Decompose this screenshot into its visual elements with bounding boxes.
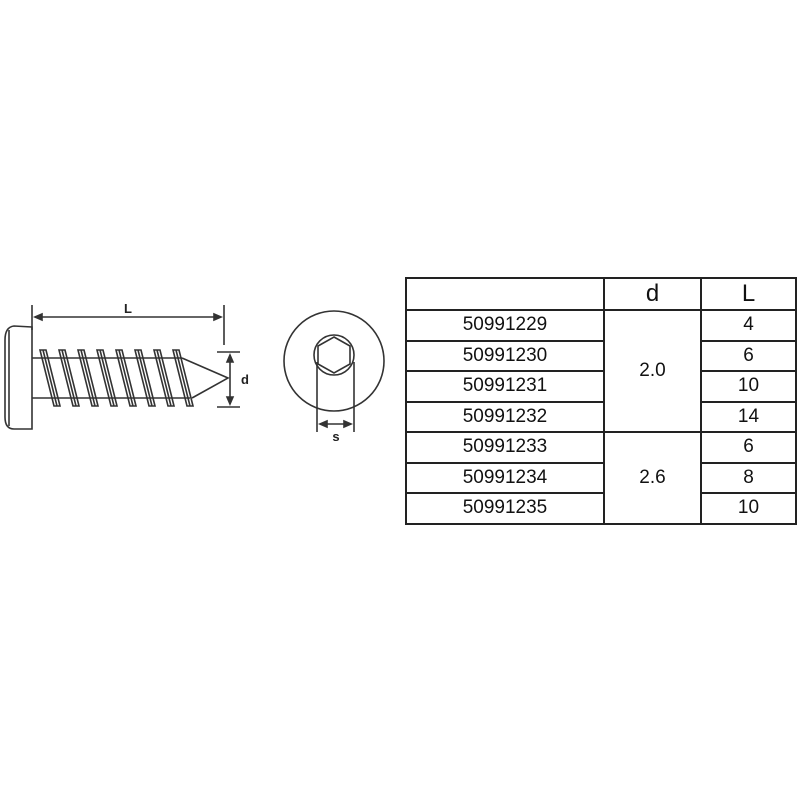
- length-value: 6: [700, 339, 797, 372]
- diameter-label: d: [241, 372, 249, 387]
- length-value: 4: [700, 309, 797, 342]
- screw-head: [4, 325, 33, 430]
- length-value: 14: [700, 400, 797, 433]
- article-number: 50991235: [405, 492, 605, 525]
- article-number: 50991230: [405, 339, 605, 372]
- socket-dimension: [316, 362, 355, 432]
- length-value: 6: [700, 431, 797, 464]
- table-row: 50991235 10: [405, 492, 797, 525]
- thread-turn: [171, 349, 195, 407]
- table-row: 50991230 6: [405, 339, 797, 372]
- length-value: 10: [700, 492, 797, 525]
- table-row: 50991234 8: [405, 461, 797, 494]
- thread-turn: [152, 349, 176, 407]
- header-article: [405, 277, 605, 311]
- thread-turn: [114, 349, 138, 407]
- diameter-value: 2.0: [603, 309, 702, 433]
- socket-label: s: [332, 429, 339, 444]
- header-d: d: [603, 277, 702, 311]
- thread-turn: [133, 349, 157, 407]
- thread-turn: [76, 349, 100, 407]
- diameter-dimension: [217, 351, 240, 408]
- length-label: L: [124, 301, 132, 316]
- thread-turn: [57, 349, 81, 407]
- article-number: 50991229: [405, 309, 605, 342]
- article-number: 50991233: [405, 431, 605, 464]
- article-number: 50991232: [405, 400, 605, 433]
- thread-turn: [38, 349, 62, 407]
- article-number: 50991234: [405, 461, 605, 494]
- table-row: 50991232 14: [405, 400, 797, 433]
- diameter-value: 2.6: [603, 431, 702, 525]
- article-number: 50991231: [405, 370, 605, 403]
- thread-turn: [95, 349, 119, 407]
- screw-drawing: L d s: [4, 301, 385, 444]
- table-row: 50991231 10: [405, 370, 797, 403]
- screw-tip: [181, 357, 230, 399]
- screw-head-top-view: [283, 310, 385, 412]
- length-value: 8: [700, 461, 797, 494]
- hex-socket-icon: [317, 336, 351, 374]
- table-header-row: d L: [405, 277, 797, 311]
- length-dimension: [31, 305, 225, 345]
- header-l: L: [700, 277, 797, 311]
- length-value: 10: [700, 370, 797, 403]
- screw-threads: [38, 349, 195, 407]
